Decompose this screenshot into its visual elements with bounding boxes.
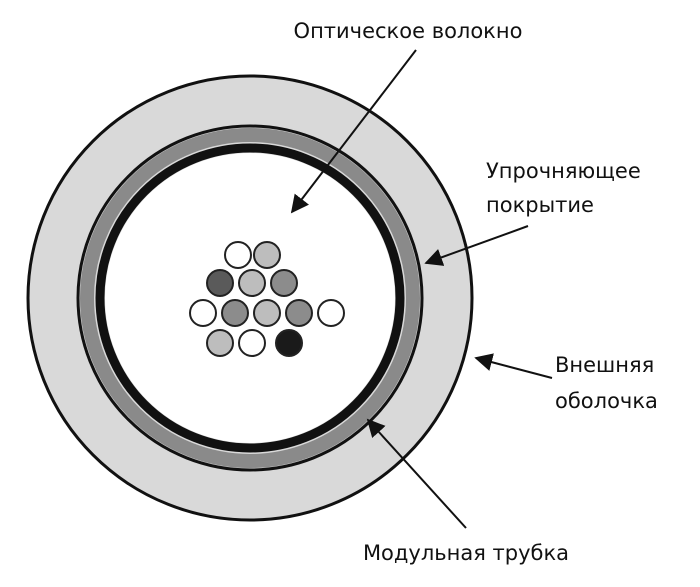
tube-outer-edge	[76, 124, 424, 472]
optical-fiber-6	[189, 299, 217, 327]
optical-fiber-7	[221, 299, 249, 327]
label-modular-tube: Модульная трубка	[363, 541, 569, 565]
arrow-modular-tube	[366, 418, 467, 529]
optical-fiber-10	[317, 299, 345, 327]
optical-fiber-bundle	[189, 241, 345, 357]
label-optical-fiber: Оптическое волокно	[294, 19, 523, 43]
optical-fiber-5	[270, 269, 298, 297]
label-outer-sheath-line2: оболочка	[555, 389, 658, 413]
optical-fiber-2	[253, 241, 281, 269]
optical-fiber-4	[238, 269, 266, 297]
optical-fiber-8	[253, 299, 281, 327]
label-outer-sheath-line1: Внешняя	[555, 353, 654, 377]
arrow-optical-fiber	[290, 49, 417, 214]
label-reinforcing-coating-line2: покрытие	[486, 193, 594, 217]
optical-fiber-1	[224, 241, 252, 269]
optical-fiber-12	[238, 329, 266, 357]
optical-fiber-13	[275, 329, 303, 357]
label-reinforcing-coating-line1: Упрочняющее	[486, 159, 641, 183]
optical-fiber-3	[206, 269, 234, 297]
arrow-reinforcing-coating	[424, 225, 529, 266]
arrow-outer-sheath	[474, 353, 553, 379]
optical-fiber-11	[206, 329, 234, 357]
reinforcing-coating-ring	[95, 143, 405, 453]
optical-fiber-9	[285, 299, 313, 327]
modular-tube-ring	[80, 128, 420, 468]
tube-interior	[105, 153, 395, 443]
